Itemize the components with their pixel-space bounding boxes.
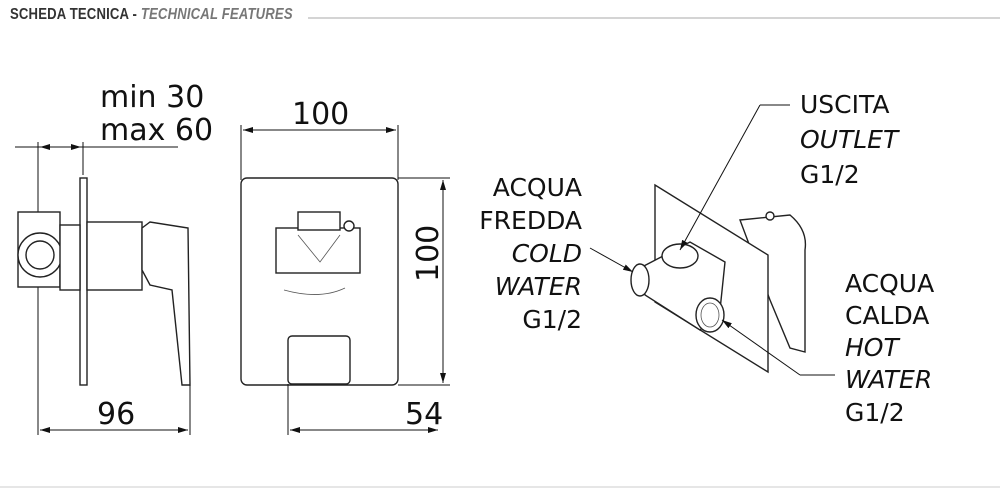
hot-label-en2: WATER xyxy=(845,365,932,394)
isometric-view xyxy=(630,183,807,374)
front-view: 100 100 54 xyxy=(240,97,450,435)
header-title-it: SCHEDA TECNICA xyxy=(10,6,129,23)
cold-label-en2: WATER xyxy=(495,272,582,301)
dim-depth: 96 xyxy=(97,397,135,432)
cold-label-it1: ACQUA xyxy=(493,173,582,202)
hot-label-it2: CALDA xyxy=(845,301,929,330)
header-separator: - xyxy=(128,6,141,23)
dim-height: 100 xyxy=(411,225,446,282)
label-cold-water: ACQUA FREDDA COLD WATER G1/2 xyxy=(479,173,582,334)
header-title-en: TECHNICAL FEATURES xyxy=(140,6,293,23)
hot-size: G1/2 xyxy=(845,398,905,427)
dim-projection: 54 xyxy=(405,397,443,432)
cold-size: G1/2 xyxy=(522,305,582,334)
hot-label-en1: HOT xyxy=(845,333,900,362)
outlet-label-en: OUTLET xyxy=(800,125,900,154)
dim-width: 100 xyxy=(292,97,349,132)
cold-label-en1: COLD xyxy=(512,239,582,268)
section-header: SCHEDA TECNICA - TECHNICAL FEATURES xyxy=(10,6,293,24)
outlet-label-it: USCITA xyxy=(800,90,889,119)
side-view: min 30 max 60 96 xyxy=(15,80,213,435)
label-outlet: USCITA OUTLET G1/2 xyxy=(800,90,900,189)
dim-wall-max: max 60 xyxy=(100,113,213,148)
outlet-size: G1/2 xyxy=(800,160,860,189)
label-hot-water: ACQUA CALDA HOT WATER G1/2 xyxy=(845,269,934,427)
dim-wall-min: min 30 xyxy=(100,80,204,115)
cold-label-it2: FREDDA xyxy=(479,206,582,235)
hot-label-it1: ACQUA xyxy=(845,269,934,298)
